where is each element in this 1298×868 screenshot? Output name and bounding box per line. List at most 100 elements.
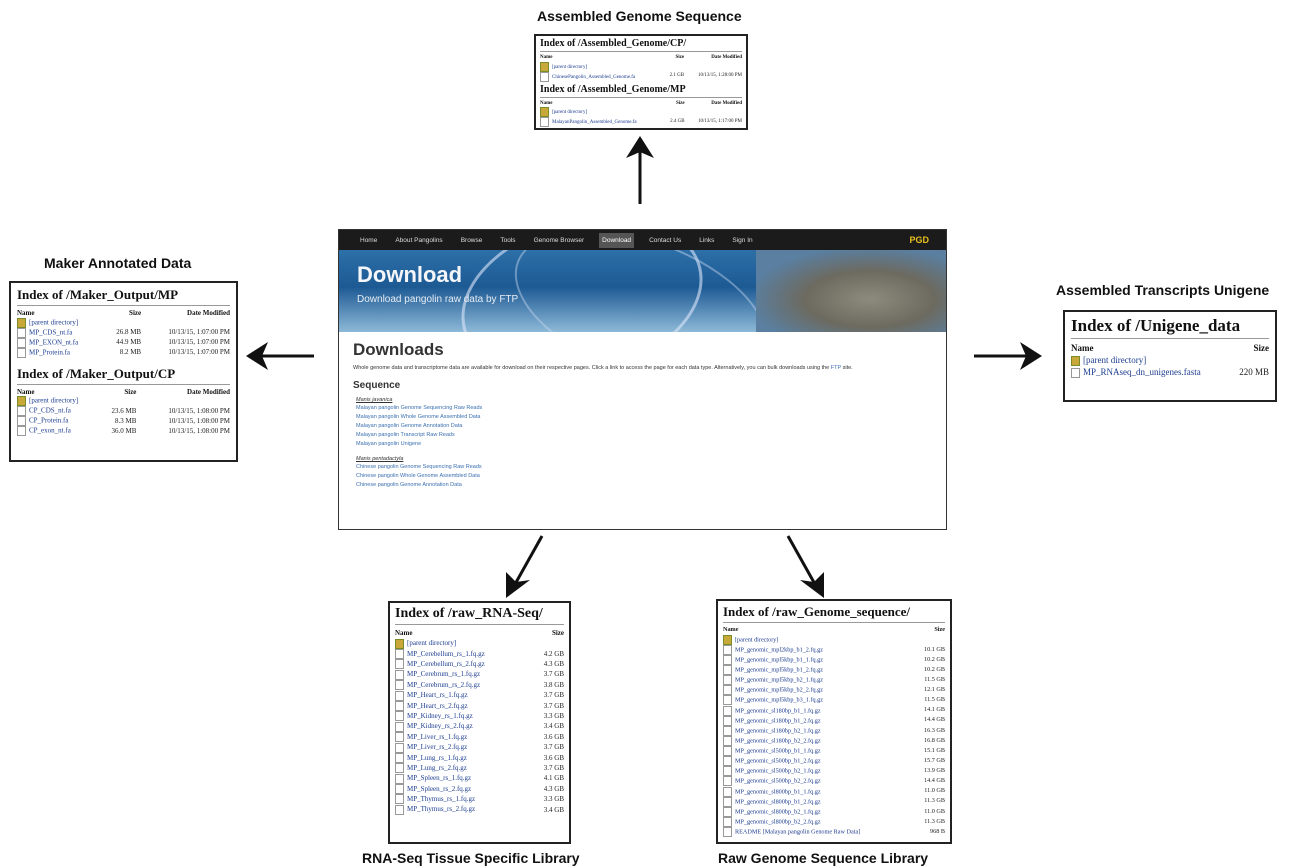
file-name-link[interactable]: MP_genomic_mpl5kbp_b1_2.fq.gz <box>723 665 916 676</box>
file-name-link[interactable]: MP_genomic_sl500bp_b1_1.fq.gz <box>723 746 916 757</box>
file-name-link[interactable]: CP_CDS_nt.fa <box>17 406 99 416</box>
parent-directory-label[interactable]: [parent directory] <box>29 396 79 405</box>
nav-item-download[interactable]: Download <box>599 232 635 248</box>
file-name[interactable]: MP_Thymus_rs_1.fq.gz <box>407 795 476 804</box>
parent-directory-row[interactable]: [parent directory] <box>540 107 742 117</box>
file-name-link[interactable]: MP_genomic_sl180bp_b2_2.fq.gz <box>723 735 916 746</box>
file-name-link[interactable]: MP_genomic_sl800bp_b2_1.fq.gz <box>723 806 916 817</box>
parent-directory-row[interactable]: [parent directory] <box>17 317 230 328</box>
file-name-link[interactable]: MP_genomic_mpl5kbp_b2_2.fq.gz <box>723 685 916 696</box>
file-name[interactable]: MP_Liver_rs_2.fq.gz <box>407 743 468 752</box>
file-name[interactable]: ChinesePangolin_Assembled_Genome.fa <box>552 74 636 80</box>
parent-directory-link[interactable]: [parent directory] <box>540 107 742 117</box>
parent-directory-label[interactable]: [parent directory] <box>29 318 79 327</box>
file-name-link[interactable]: MP_genomic_sl500bp_b1_2.fq.gz <box>723 756 916 767</box>
nav-item-contact-us[interactable]: Contact Us <box>649 236 682 244</box>
file-name[interactable]: CP_exon_nt.fa <box>29 426 71 435</box>
file-name[interactable]: MP_Cerebrum_rs_2.fq.gz <box>407 680 481 689</box>
parent-directory-row[interactable]: [parent directory] <box>395 638 564 649</box>
ftp-link[interactable]: FTP <box>830 365 842 371</box>
file-name[interactable]: MP_genomic_sl180bp_b1_1.fq.gz <box>735 707 821 714</box>
file-name[interactable]: CP_Protein.fa <box>29 416 69 425</box>
file-name[interactable]: MP_genomic_sl500bp_b2_2.fq.gz <box>735 777 821 785</box>
file-name-link[interactable]: MP_genomic_mpl2kbp_b1_2.fq.gz <box>723 644 916 655</box>
file-name-link[interactable]: MP_Lung_rs_1.fq.gz <box>395 752 533 763</box>
file-name-link[interactable]: MP_Thymus_rs_1.fq.gz <box>395 794 533 805</box>
parent-directory-label[interactable]: [parent directory] <box>407 639 457 648</box>
file-name-link[interactable]: MP_Protein.fa <box>17 347 105 358</box>
file-name-link[interactable]: MP_Liver_rs_2.fq.gz <box>395 742 533 753</box>
file-name-link[interactable]: MP_EXON_nt.fa <box>17 337 105 348</box>
file-name[interactable]: MP_RNAseq_dn_unigenes.fasta <box>1083 367 1201 377</box>
parent-directory-label[interactable]: [parent directory] <box>552 110 588 116</box>
file-row[interactable]: README [Malayan pangolin Genome Raw Data… <box>723 827 945 838</box>
file-name[interactable]: MP_genomic_sl180bp_b2_2.fq.gz <box>735 737 821 745</box>
nav-item-genome-browser[interactable]: Genome Browser <box>533 236 585 244</box>
file-name-link[interactable]: MalayanPangolin_Assembled_Genome.fa <box>540 117 666 127</box>
file-name-link[interactable]: README [Malayan pangolin Genome Raw Data… <box>723 827 916 838</box>
file-name-link[interactable]: MP_Cerebellum_rs_2.fq.gz <box>395 659 533 670</box>
download-link[interactable]: Chinese pangolin Genome Sequencing Raw R… <box>356 464 482 470</box>
download-link[interactable]: Malayan pangolin Transcript Raw Reads <box>356 432 455 438</box>
file-name-link[interactable]: MP_RNAseq_dn_unigenes.fasta <box>1071 366 1232 378</box>
file-name[interactable]: MalayanPangolin_Assembled_Genome.fa <box>552 120 637 126</box>
parent-directory-link[interactable]: [parent directory] <box>540 61 742 72</box>
parent-directory-row[interactable]: [parent directory] <box>17 396 230 406</box>
file-name[interactable]: MP_Spleen_rs_1.fq.gz <box>407 774 472 783</box>
file-name-link[interactable]: MP_CDS_nt.fa <box>17 327 105 338</box>
parent-directory-row[interactable]: [parent directory] <box>540 61 742 72</box>
download-link[interactable]: Malayan pangolin Whole Genome Assembled … <box>356 414 481 420</box>
parent-directory-label[interactable]: [parent directory] <box>1083 355 1147 365</box>
file-name-link[interactable]: MP_genomic_sl800bp_b1_2.fq.gz <box>723 796 916 807</box>
file-name-link[interactable]: MP_genomic_sl180bp_b1_1.fq.gz <box>723 705 916 716</box>
file-name[interactable]: MP_Spleen_rs_2.fq.gz <box>407 784 472 793</box>
file-name[interactable]: MP_Kidney_rs_1.fq.gz <box>407 711 473 720</box>
file-name[interactable]: MP_Cerebellum_rs_1.fq.gz <box>407 649 485 658</box>
nav-item-sign-in[interactable]: Sign In <box>732 236 753 244</box>
file-name[interactable]: MP_genomic_mpl5kbp_b2_1.fq.gz <box>735 676 823 684</box>
file-name-link[interactable]: MP_genomic_sl180bp_b2_1.fq.gz <box>723 725 916 736</box>
file-name[interactable]: MP_genomic_sl500bp_b1_2.fq.gz <box>735 757 821 765</box>
download-link[interactable]: Chinese pangolin Genome Annotation Data <box>356 482 462 488</box>
file-name-link[interactable]: MP_Spleen_rs_1.fq.gz <box>395 773 533 784</box>
nav-item-links[interactable]: Links <box>699 236 715 244</box>
file-name[interactable]: MP_genomic_sl180bp_b2_1.fq.gz <box>735 727 821 735</box>
file-name[interactable]: README [Malayan pangolin Genome Raw Data… <box>735 828 861 836</box>
file-name[interactable]: MP_genomic_sl800bp_b1_2.fq.gz <box>735 798 821 806</box>
parent-directory-row[interactable]: [parent directory] <box>1071 354 1269 366</box>
file-name[interactable]: MP_Lung_rs_1.fq.gz <box>407 753 467 762</box>
file-name-link[interactable]: MP_genomic_sl800bp_b1_1.fq.gz <box>723 786 916 797</box>
file-name[interactable]: MP_Heart_rs_1.fq.gz <box>407 691 468 700</box>
file-name-link[interactable]: CP_Protein.fa <box>17 416 99 426</box>
file-name-link[interactable]: MP_Cerebrum_rs_2.fq.gz <box>395 680 533 691</box>
file-name[interactable]: MP_genomic_sl800bp_b1_1.fq.gz <box>735 788 821 795</box>
file-name-link[interactable]: MP_genomic_mpl5kbp_b1_1.fq.gz <box>723 654 916 665</box>
file-name[interactable]: MP_genomic_mpl5kbp_b1_1.fq.gz <box>735 656 823 664</box>
file-name[interactable]: MP_genomic_sl800bp_b2_2.fq.gz <box>735 818 821 826</box>
